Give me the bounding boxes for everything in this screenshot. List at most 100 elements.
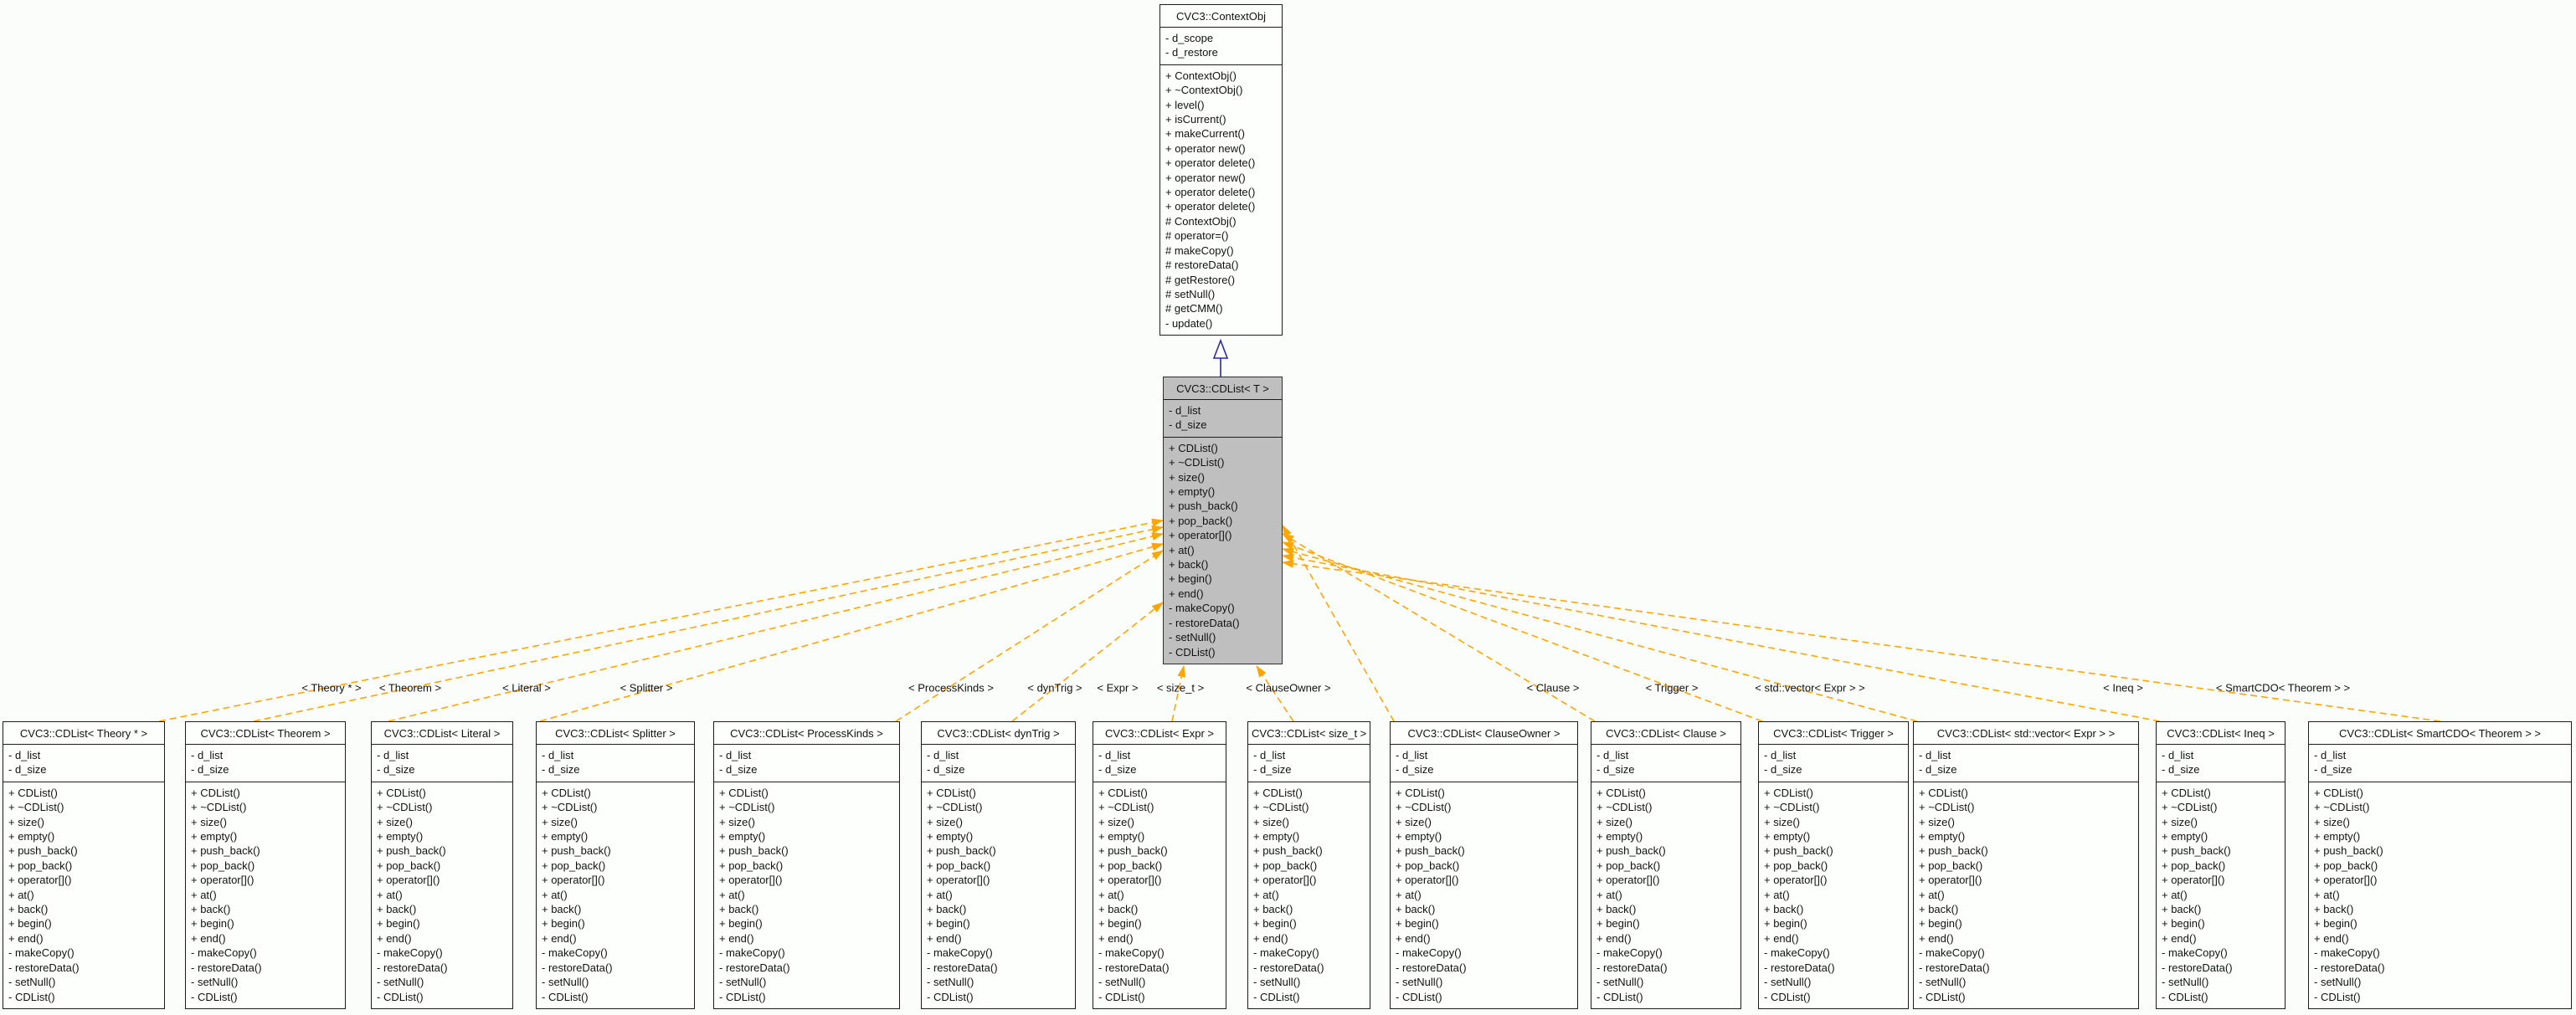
class-box-cdlist-processkinds[interactable]: CVC3::CDList< ProcessKinds > - d_list- d… [713, 721, 900, 1009]
attribute-section: - d_list- d_size [922, 745, 1075, 782]
method-row: + CDList() [1169, 441, 1218, 454]
attribute-section: - d_list - d_size [186, 745, 345, 782]
method-row: + end() [377, 931, 412, 945]
attribute-row: - d_size [542, 763, 580, 777]
attribute-row: - d_size [1396, 763, 1434, 777]
method-row: - CDList() [2314, 990, 2361, 1003]
method-row: - restoreData() [377, 961, 448, 974]
method-row: + size() [377, 815, 413, 828]
attribute-row: - d_size [191, 763, 229, 777]
method-row: + CDList() [1396, 786, 1445, 799]
attribute-row: - d_list [1597, 749, 1629, 761]
method-row: + pop_back() [1597, 859, 1661, 872]
class-box-cdlist-theory[interactable]: CVC3::CDList< Theory * > - d_list- d_siz… [3, 721, 165, 1009]
attribute-row: - d_list [191, 749, 224, 761]
method-row: + operator[]() [1919, 874, 1982, 887]
method-row: # restoreData() [1165, 259, 1239, 272]
method-section: + CDList()+ ~CDList()+ size()+ empty()+ … [1248, 782, 1370, 1008]
method-section: + CDList()+ ~CDList()+ size()+ empty()+ … [2157, 782, 2285, 1008]
template-arg-label: < Ineq > [2103, 681, 2143, 695]
method-row: + at() [719, 888, 745, 901]
class-box-contextobj[interactable]: CVC3::ContextObj - d_scope- d_restore + … [1159, 4, 1283, 336]
method-row: + pop_back() [719, 859, 784, 872]
template-arg-label: < SmartCDO< Theorem > > [2215, 681, 2351, 695]
method-row: + at() [2314, 888, 2340, 901]
method-row: - CDList() [1253, 990, 1300, 1003]
class-title: CVC3::CDList< Literal > [372, 722, 512, 745]
method-row: + at() [1597, 888, 1622, 901]
class-box-cdlist-t[interactable]: CVC3::CDList< T > - d_list- d_size + CDL… [1163, 377, 1283, 664]
class-box-cdlist-dyntrig[interactable]: CVC3::CDList< dynTrig > - d_list- d_size… [921, 721, 1076, 1009]
method-row: - restoreData() [542, 961, 613, 974]
method-row: + CDList() [1098, 786, 1148, 799]
method-row: + ~CDList() [542, 801, 598, 814]
template-instantiation-edge [253, 525, 1164, 722]
attribute-row: - d_list [1919, 749, 1951, 761]
class-box-cdlist-smartcdo-theorem[interactable]: CVC3::CDList< SmartCDO< Theorem > > - d_… [2308, 721, 2572, 1009]
method-row: + begin() [1396, 917, 1439, 930]
method-row: + pop_back() [1396, 859, 1460, 872]
method-row: - restoreData() [1764, 961, 1835, 974]
method-row: - makeCopy() [1597, 946, 1663, 960]
method-row: - makeCopy() [1098, 946, 1165, 960]
method-row: - restoreData() [1169, 616, 1240, 629]
method-section: + CDList()+ ~CDList()+ size()+ empty()+ … [1759, 782, 1908, 1008]
method-row: + begin() [2162, 917, 2205, 930]
method-row: + pop_back() [542, 859, 606, 872]
method-section: + CDList()+ ~CDList()+ size()+ empty()+ … [1591, 782, 1740, 1008]
method-row: + push_back() [1098, 844, 1168, 858]
method-row: + back() [1764, 903, 1804, 916]
method-row: + back() [2314, 903, 2354, 916]
method-row: + back() [377, 903, 417, 916]
method-row: + pop_back() [1253, 859, 1318, 872]
method-row: + CDList() [2162, 786, 2211, 799]
template-instantiation-edge [388, 532, 1164, 722]
method-row: + level() [1165, 98, 1205, 111]
class-title: CVC3::CDList< ClauseOwner > [1391, 722, 1577, 745]
method-row: + push_back() [1597, 844, 1666, 858]
attribute-section: - d_list- d_size [714, 745, 899, 782]
template-arg-label: < ClauseOwner > [1246, 681, 1331, 695]
method-row: + empty() [1169, 485, 1216, 499]
template-arg-label: < Splitter > [620, 681, 673, 695]
method-row: + end() [2162, 931, 2197, 945]
class-box-cdlist-literal[interactable]: CVC3::CDList< Literal > - d_list- d_size… [371, 721, 513, 1009]
class-box-cdlist-expr[interactable]: CVC3::CDList< Expr > - d_list- d_size + … [1093, 721, 1226, 1009]
method-row: - restoreData() [191, 961, 262, 974]
class-box-cdlist-clauseowner[interactable]: CVC3::CDList< ClauseOwner > - d_list- d_… [1390, 721, 1578, 1009]
method-row: - makeCopy() [542, 946, 608, 960]
method-row: - setNull() [1098, 976, 1146, 989]
class-box-cdlist-std-vector-expr[interactable]: CVC3::CDList< std::vector< Expr > > - d_… [1913, 721, 2139, 1009]
class-box-cdlist-theorem[interactable]: CVC3::CDList< Theorem > - d_list- d_size… [185, 721, 346, 1009]
method-row: + operator new() [1165, 171, 1246, 184]
attribute-row: - d_list [927, 749, 959, 761]
template-instantiation-edge [1282, 553, 2161, 722]
class-box-cdlist-size-t[interactable]: CVC3::CDList< size_t > - d_list- d_size … [1247, 721, 1370, 1009]
method-row: + size() [2162, 815, 2198, 828]
method-row: + push_back() [1396, 844, 1465, 858]
method-row: + begin() [927, 917, 970, 930]
template-instantiation-edge [539, 542, 1164, 722]
method-row: - makeCopy() [8, 946, 75, 960]
class-box-cdlist-trigger[interactable]: CVC3::CDList< Trigger > - d_list- d_size… [1758, 721, 1909, 1009]
method-row: + empty() [1098, 830, 1145, 843]
class-box-cdlist-splitter[interactable]: CVC3::CDList< Splitter > - d_list- d_siz… [536, 721, 695, 1009]
method-row: + back() [1396, 903, 1436, 916]
method-row: + empty() [1597, 830, 1643, 843]
attribute-section: - d_list- d_size [1164, 400, 1282, 438]
method-row: + begin() [1919, 917, 1962, 930]
template-arg-label: < dynTrig > [1027, 681, 1082, 695]
method-row: + operator[]() [1169, 529, 1232, 542]
method-row: + at() [542, 888, 568, 901]
class-title: CVC3::CDList< std::vector< Expr > > [1914, 722, 2138, 745]
method-row: + operator delete() [1165, 200, 1256, 213]
class-title: CVC3::CDList< dynTrig > [922, 722, 1075, 745]
method-row: + push_back() [927, 844, 996, 858]
class-box-cdlist-ineq[interactable]: CVC3::CDList< Ineq > - d_list- d_size + … [2156, 721, 2285, 1009]
class-title: CVC3::CDList< Splitter > [537, 722, 694, 745]
method-row: + pop_back() [2314, 859, 2378, 872]
method-row: # makeCopy() [1165, 243, 1234, 257]
method-row: + end() [1919, 931, 1954, 945]
class-box-cdlist-clause[interactable]: CVC3::CDList< Clause > - d_list- d_size … [1591, 721, 1741, 1009]
method-row: + at() [191, 888, 217, 901]
